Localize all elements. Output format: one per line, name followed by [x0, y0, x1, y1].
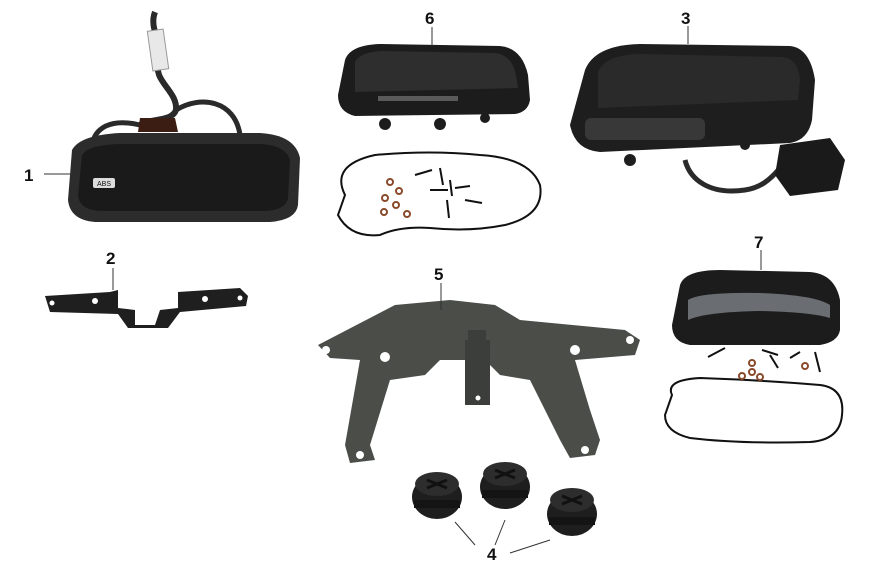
abs-badge — [93, 178, 115, 188]
callout-2: 2 — [106, 249, 115, 268]
grommet-c — [547, 488, 597, 536]
part-4-rubber-grommets — [412, 462, 597, 536]
part-2-mounting-plate — [45, 288, 248, 328]
abs-badge-text: ABS — [97, 181, 111, 188]
part-5-main-bracket — [318, 300, 640, 463]
part-6-lower-housing — [338, 44, 530, 130]
leader-4a — [454, 521, 476, 546]
callout-5: 5 — [434, 265, 443, 284]
part-7-upper-cover — [672, 270, 840, 345]
callout-4: 4 — [487, 545, 497, 564]
leader-4b — [494, 519, 506, 546]
callout-3: 3 — [681, 9, 690, 28]
leader-4c — [509, 539, 551, 554]
part-1-indicator-unit: ABS — [68, 10, 300, 222]
leader-lines — [44, 26, 762, 554]
grommet-b — [480, 462, 530, 509]
callout-numbers: 1 2 3 4 5 6 7 — [24, 9, 763, 564]
callout-6: 6 — [425, 9, 434, 28]
callout-1: 1 — [24, 166, 33, 185]
part-7-gasket-kit — [663, 347, 844, 444]
callout-7: 7 — [754, 233, 763, 252]
grommet-a — [412, 472, 462, 519]
part-3-instrument-cluster — [570, 44, 845, 196]
part-6-gasket-kit — [336, 151, 542, 237]
